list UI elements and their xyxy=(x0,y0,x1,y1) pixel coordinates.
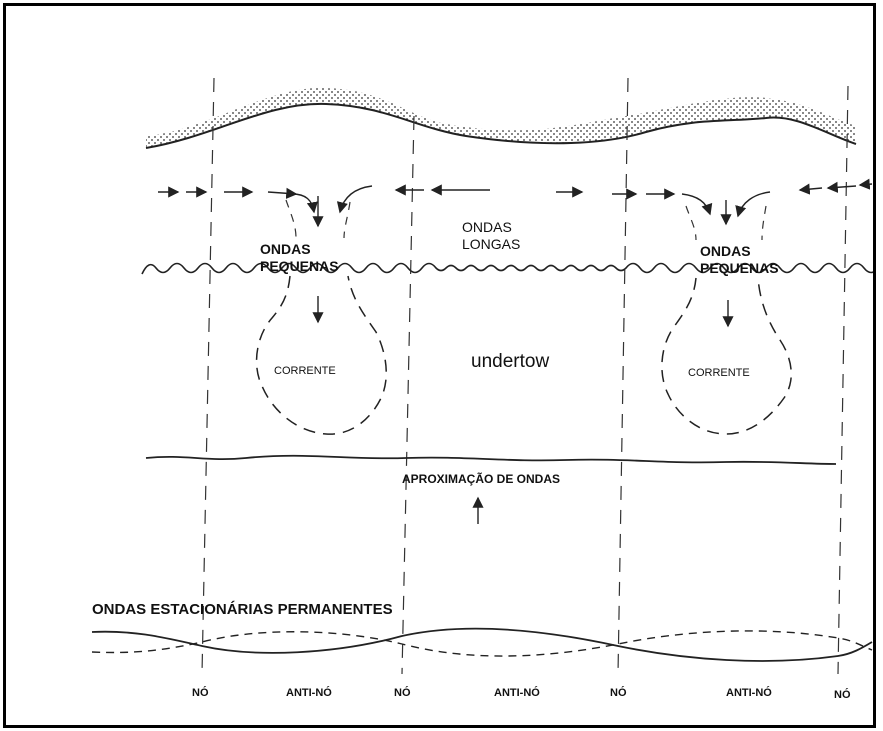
label-anti-node: ANTI-NÓ xyxy=(286,686,332,699)
arrow-right xyxy=(267,187,298,199)
longshore-arrows xyxy=(158,178,873,228)
arrow-left xyxy=(858,178,873,190)
label-node: NÓ xyxy=(394,686,411,699)
rip-current-cell-right xyxy=(661,277,792,435)
label-estacionarias: ONDAS ESTACIONÁRIAS PERMANENTES xyxy=(92,601,393,618)
shoreline xyxy=(145,102,857,149)
arrow-curve xyxy=(681,193,713,216)
bottom-labels: NÓ ANTI-NÓ NÓ ANTI-NÓ NÓ ANTI-NÓ NÓ xyxy=(192,686,851,701)
standing-wave-solid xyxy=(91,627,873,662)
outer-wave-line xyxy=(145,454,837,465)
node-line-2 xyxy=(401,115,415,675)
feeder-dash xyxy=(285,199,297,239)
label-aproximacao: APROXIMAÇÃO DE ONDAS xyxy=(402,471,560,486)
label-corrente-right: CORRENTE xyxy=(688,367,750,379)
node-line-1 xyxy=(201,77,215,675)
arrow-curve xyxy=(735,191,771,218)
label-node: NÓ xyxy=(192,686,209,699)
standing-wave-dashed xyxy=(91,630,873,657)
arrow-curve xyxy=(291,193,318,214)
label-anti-node: ANTI-NÓ xyxy=(494,686,540,699)
label-corrente-left: CORRENTE xyxy=(274,365,336,377)
arrow-left xyxy=(826,181,857,193)
arrow-curve xyxy=(336,185,373,214)
arrow-left xyxy=(798,183,823,195)
breaker-line xyxy=(141,262,873,275)
feeder-dash xyxy=(343,201,351,239)
label-anti-node: ANTI-NÓ xyxy=(726,686,772,699)
feeder-dash xyxy=(761,205,767,241)
feeder-dash xyxy=(685,205,697,241)
label-undertow: undertow xyxy=(471,351,549,372)
node-line-3 xyxy=(617,77,629,675)
rip-current-cell-left xyxy=(255,275,387,435)
label-node: NÓ xyxy=(834,688,851,701)
node-lines xyxy=(201,77,849,675)
label-node: NÓ xyxy=(610,686,627,699)
beach-sand xyxy=(146,87,856,148)
node-line-4 xyxy=(837,85,849,675)
